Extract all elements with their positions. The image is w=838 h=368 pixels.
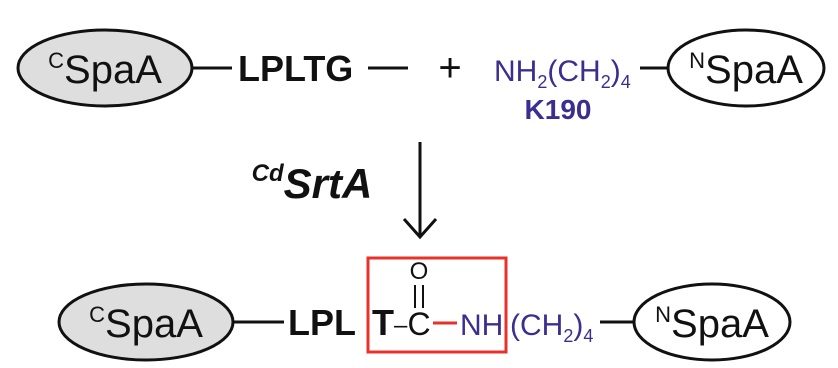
- top-c-spaa-text: CSpaA: [48, 48, 162, 92]
- top-lpltg-motif: LPLTG: [238, 48, 353, 89]
- top-n-spaa-text: NSpaA: [689, 48, 803, 92]
- top-n-spaa-ellipse: [666, 28, 826, 108]
- amine-ch: (CH: [547, 55, 600, 88]
- bottom-n-spaa-label: SpaA: [671, 302, 769, 346]
- chain-paren: ): [573, 309, 583, 342]
- amine-paren: ): [611, 55, 621, 88]
- enzyme-label: CdSrtA: [252, 160, 373, 207]
- carbonyl-oxygen: O: [410, 258, 429, 285]
- bottom-c-spaa-label: SpaA: [105, 302, 203, 346]
- lysine-amine-group: NH2(CH2)4: [494, 55, 631, 92]
- carbonyl-double-bond: [414, 285, 424, 308]
- bottom-n-superscript: N: [655, 302, 671, 327]
- bottom-c-spaa-domain: CSpaA: [57, 282, 235, 362]
- top-n-spaa-label: SpaA: [705, 48, 803, 92]
- amide-nh: NH: [460, 309, 503, 342]
- chain-ch: (CH: [510, 309, 563, 342]
- amine-nh: NH: [494, 55, 537, 88]
- bottom-dash: –: [394, 312, 408, 339]
- top-c-spaa-domain: CSpaA: [16, 28, 194, 108]
- plus-sign: +: [438, 46, 461, 90]
- chain-sub-1: 2: [563, 326, 573, 346]
- k190-residue-label: K190: [525, 94, 592, 125]
- bottom-lpl-motif: LPL: [288, 302, 356, 343]
- bottom-methylene-chain: (CH2)4: [510, 309, 593, 346]
- bottom-n-spaa-ellipse: [632, 282, 792, 362]
- bottom-n-spaa-text: NSpaA: [655, 302, 769, 346]
- amine-sub-2: 2: [601, 72, 611, 92]
- isopeptide-bond-highlight-box: [366, 256, 508, 354]
- bottom-c-superscript: C: [89, 302, 105, 327]
- enzyme-name: SrtA: [284, 160, 373, 207]
- reaction-arrow: [402, 142, 438, 240]
- top-c-superscript: C: [48, 48, 64, 73]
- threonine-residue: T: [372, 302, 394, 343]
- top-n-spaa-domain: NSpaA: [666, 28, 826, 108]
- enzyme-superscript: Cd: [252, 160, 285, 187]
- top-n-superscript: N: [689, 48, 705, 73]
- bottom-c-spaa-text: CSpaA: [89, 302, 203, 346]
- amine-sub-3: 4: [621, 72, 631, 92]
- bottom-n-spaa-domain: NSpaA: [632, 282, 792, 362]
- carbonyl-carbon: C: [407, 306, 430, 342]
- amine-sub-1: 2: [537, 72, 547, 92]
- top-c-spaa-label: SpaA: [64, 48, 162, 92]
- chain-sub-2: 4: [583, 326, 593, 346]
